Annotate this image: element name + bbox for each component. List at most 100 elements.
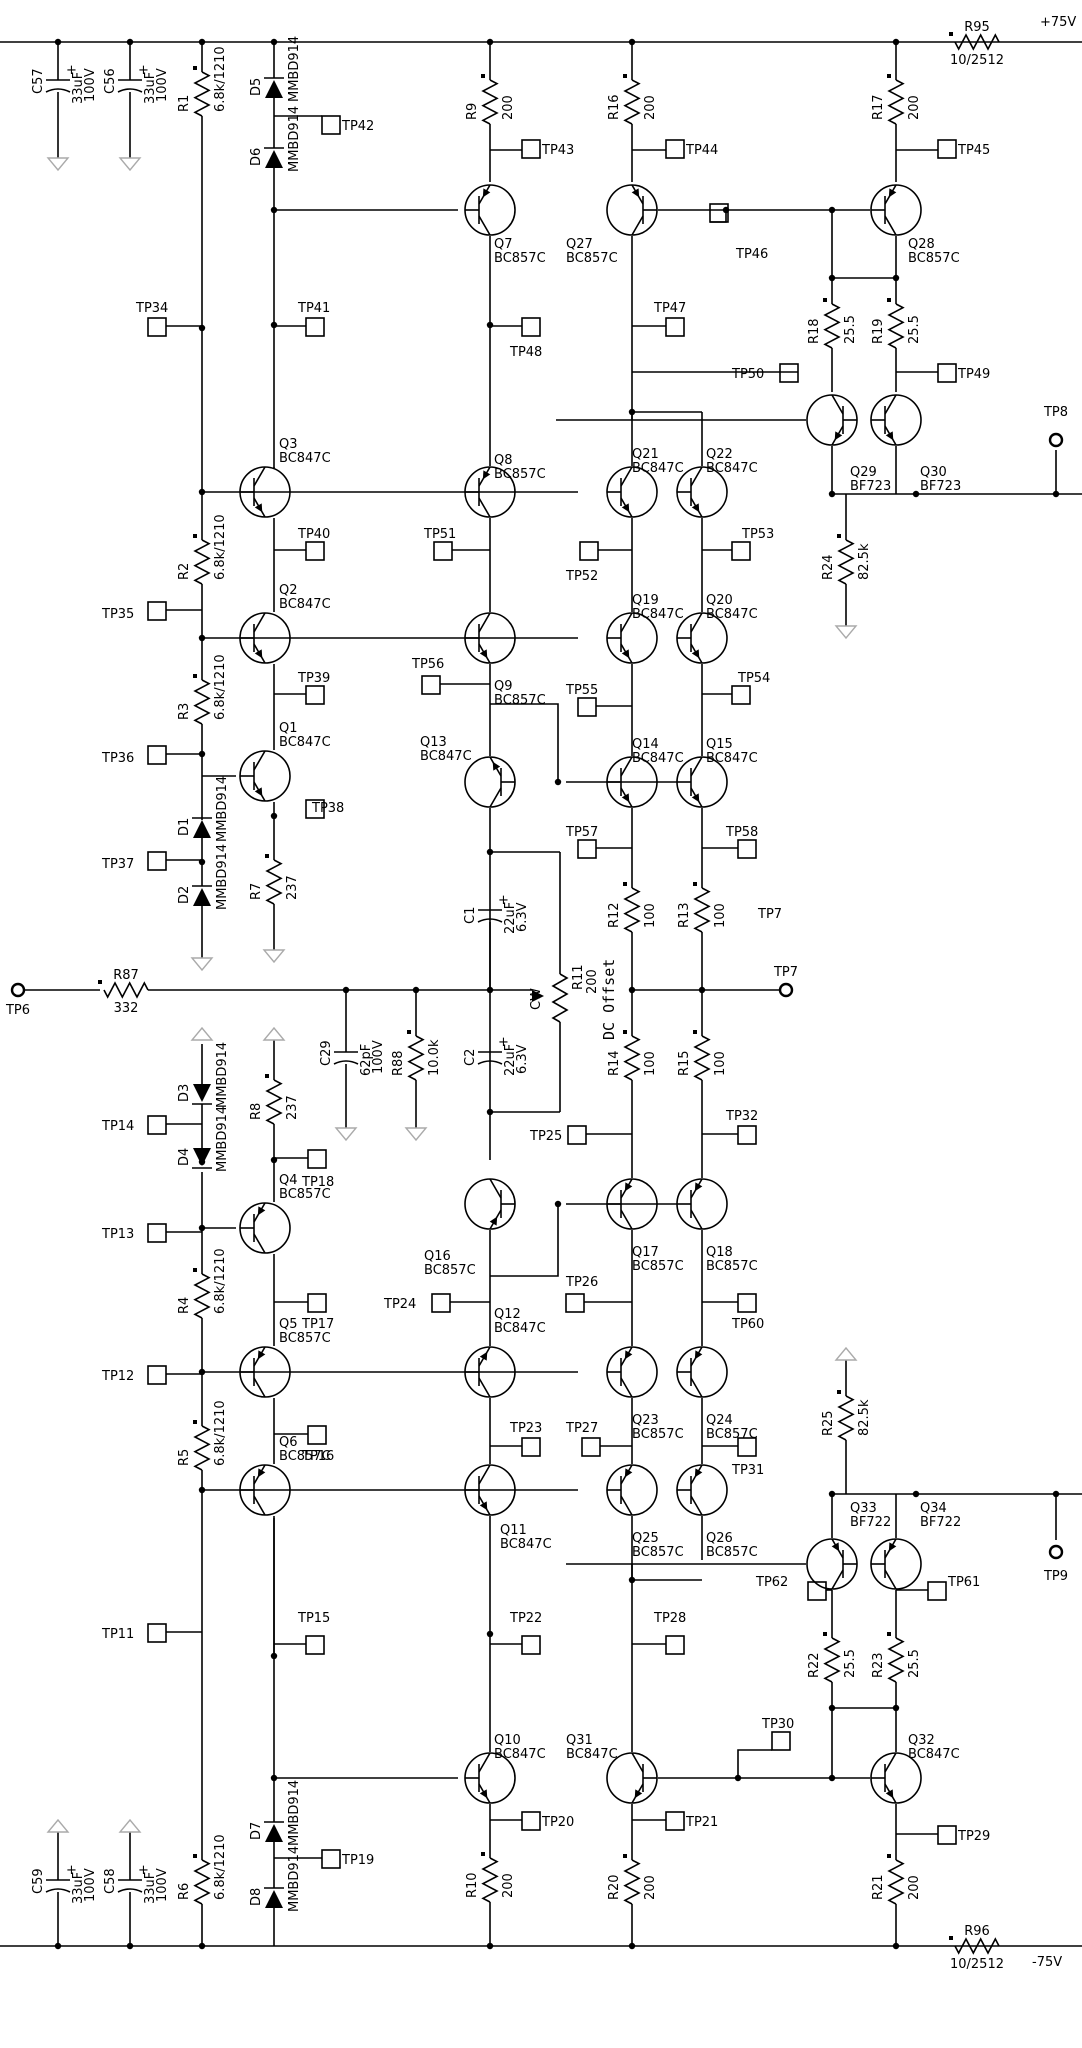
resistor-value: 25.5 [907, 1649, 922, 1678]
transistor-part: BC847C [908, 1747, 960, 1762]
testpoint-pad[interactable] [665, 1635, 685, 1655]
transistor-ref: Q8 [494, 453, 513, 468]
upper-lead [478, 1464, 491, 1485]
testpoint-pad[interactable] [307, 1149, 327, 1169]
resistor-body [103, 981, 149, 999]
testpoint-pad[interactable] [737, 1437, 757, 1457]
testpoint-pad[interactable] [581, 1437, 601, 1457]
pin1-marker [623, 74, 627, 78]
testpoint-pad[interactable] [771, 1731, 791, 1751]
resistor-body [481, 79, 499, 125]
testpoint-pad[interactable] [937, 139, 957, 159]
resistor-value: 25.5 [843, 315, 858, 344]
lower-lead [253, 1495, 266, 1516]
testpoint-pad[interactable] [147, 1623, 167, 1643]
testpoint-pad[interactable] [421, 675, 441, 695]
upper-lead [478, 1752, 491, 1773]
diode-triangle [265, 80, 283, 98]
testpoint-label: TP15 [297, 1611, 330, 1626]
diode-part: MMBD914 [287, 36, 302, 102]
testpoint-pad[interactable] [521, 139, 541, 159]
testpoint-label: TP42 [341, 119, 374, 134]
testpoint-pad[interactable] [147, 851, 167, 871]
testpoint-tp40: TP40 [297, 527, 330, 561]
transistor-part: BC847C [500, 1537, 552, 1552]
resistor-ref: R17 [871, 94, 886, 120]
testpoint-pad[interactable] [147, 1365, 167, 1385]
testpoint-pad[interactable] [305, 1635, 325, 1655]
testpoint-label: TP17 [301, 1317, 334, 1332]
testpoint-tp32: TP32 [725, 1109, 758, 1145]
pin1-marker [481, 74, 485, 78]
testpoint-pad[interactable] [521, 1437, 541, 1457]
resistor-ref: R25 [821, 1410, 836, 1436]
testpoint-label: TP41 [297, 301, 330, 316]
testpoint-pad[interactable] [731, 541, 751, 561]
terminal-ring[interactable] [778, 982, 794, 998]
testpoint-pad[interactable] [665, 317, 685, 337]
testpoint-pad[interactable] [321, 115, 341, 135]
resistor-ref: R18 [807, 318, 822, 344]
testpoint-pad[interactable] [521, 317, 541, 337]
testpoint-pad[interactable] [579, 541, 599, 561]
testpoint-label: TP55 [565, 683, 598, 698]
cap-ref: C29 [319, 1040, 334, 1066]
transistor-part: BC847C [279, 597, 331, 612]
testpoint-pad[interactable] [737, 839, 757, 859]
testpoint-pad[interactable] [665, 1811, 685, 1831]
resistor-ref: R14 [607, 1050, 622, 1076]
testpoint-pad[interactable] [577, 697, 597, 717]
testpoint-pad[interactable] [433, 541, 453, 561]
terminal-ring[interactable] [1048, 432, 1064, 448]
cap-plate [117, 1888, 143, 1893]
testpoint-pad[interactable] [321, 1849, 341, 1869]
testpoint-pad[interactable] [665, 139, 685, 159]
testpoint-pad[interactable] [567, 1125, 587, 1145]
testpoint-pad[interactable] [307, 1293, 327, 1313]
ground-triangle [118, 157, 142, 172]
testpoint-pad[interactable] [807, 1581, 827, 1601]
testpoint-pad[interactable] [305, 799, 325, 819]
testpoint-pad[interactable] [937, 1825, 957, 1845]
terminal-ring[interactable] [10, 982, 26, 998]
testpoint-tp37: TP37 [101, 851, 167, 872]
testpoint-pad[interactable] [937, 363, 957, 383]
testpoint-pad[interactable] [779, 363, 799, 383]
cap-rating: 100V [155, 1868, 170, 1902]
ground-triangle [404, 1127, 428, 1142]
testpoint-pad[interactable] [147, 1223, 167, 1243]
testpoint-pad[interactable] [577, 839, 597, 859]
cap-value: 33uF [71, 1872, 86, 1904]
resistor-ref: R20 [607, 1874, 622, 1900]
testpoint-pad[interactable] [147, 745, 167, 765]
testpoint-pad[interactable] [147, 601, 167, 621]
testpoint-pad[interactable] [431, 1293, 451, 1313]
testpoint-pad[interactable] [305, 317, 325, 337]
testpoint-pad[interactable] [565, 1293, 585, 1313]
testpoint-pad[interactable] [521, 1635, 541, 1655]
testpoint-label: TP57 [565, 825, 598, 840]
testpoint-tp21: TP21 [665, 1811, 718, 1831]
testpoint-tp22: TP22 [509, 1611, 542, 1655]
emitter-arrow [834, 431, 843, 441]
testpoint-pad[interactable] [927, 1581, 947, 1601]
testpoint-pad[interactable] [307, 1425, 327, 1445]
testpoint-label: TP13 [101, 1227, 134, 1242]
testpoint-pad[interactable] [147, 317, 167, 337]
testpoint-pad[interactable] [737, 1125, 757, 1145]
testpoint-pad[interactable] [147, 1115, 167, 1135]
testpoint-pad[interactable] [521, 1811, 541, 1831]
ground-symbol [46, 157, 70, 172]
testpoint-pad[interactable] [305, 541, 325, 561]
testpoint-label: TP56 [411, 657, 444, 672]
terminal-ring[interactable] [1048, 1544, 1064, 1560]
testpoint-pad[interactable] [305, 685, 325, 705]
testpoint-pad[interactable] [737, 1293, 757, 1313]
testpoint-label: TP18 [301, 1175, 334, 1190]
testpoint-pad[interactable] [731, 685, 751, 705]
testpoint-pad[interactable] [709, 203, 729, 223]
junction-dot [892, 1704, 900, 1712]
resistor-value: 332 [114, 1001, 139, 1016]
upper-lead [631, 1752, 644, 1773]
